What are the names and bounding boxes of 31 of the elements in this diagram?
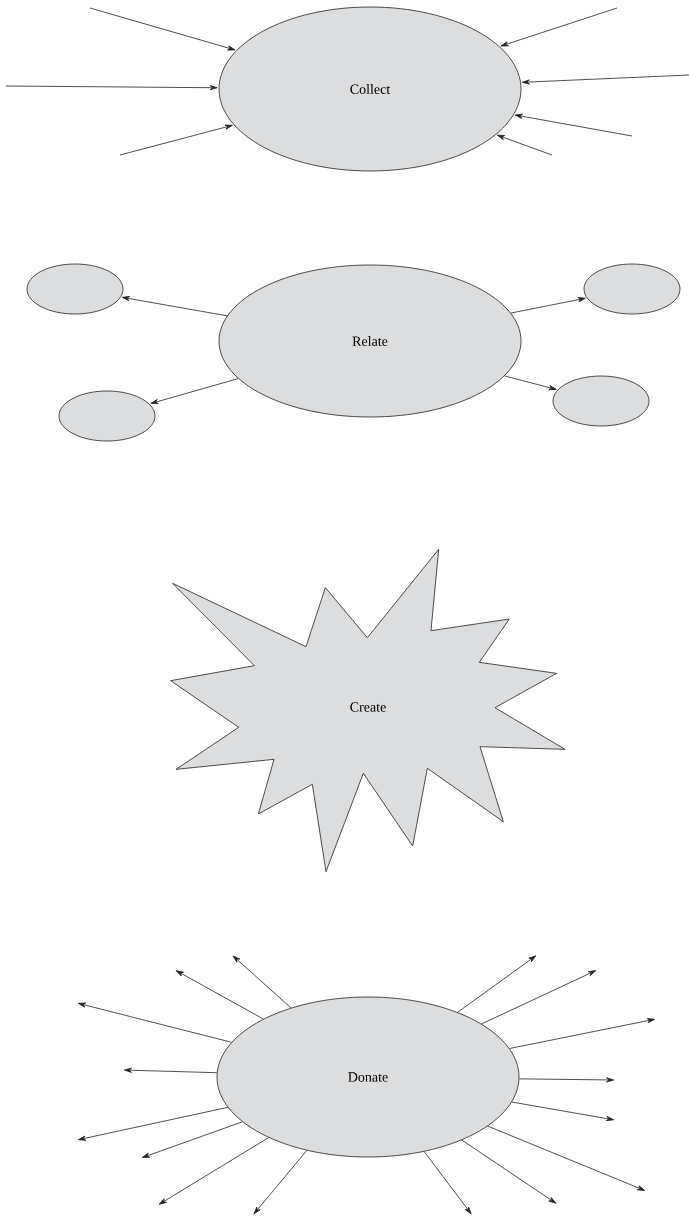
- arrow: [514, 113, 633, 137]
- arrow: [457, 955, 537, 1013]
- arrow: [487, 1125, 646, 1191]
- arrow: [521, 74, 689, 85]
- arrow: [121, 296, 228, 317]
- arrow: [518, 1077, 614, 1083]
- arrow: [481, 970, 597, 1025]
- ellipse: [26, 263, 124, 315]
- arrow: [510, 297, 586, 314]
- arrow: [253, 1150, 308, 1215]
- arrow: [509, 1018, 656, 1049]
- arrow: [158, 1137, 269, 1205]
- ellipse: [552, 375, 650, 427]
- arrow: [141, 1121, 243, 1158]
- arrow: [511, 1101, 615, 1122]
- ellipse: [583, 263, 681, 315]
- arrow: [150, 378, 239, 404]
- arrow: [5, 85, 218, 91]
- arrow: [119, 124, 233, 156]
- arrow: [504, 375, 557, 391]
- arrow: [232, 955, 292, 1009]
- arrow: [496, 134, 553, 156]
- arrow: [89, 7, 236, 51]
- arrow: [500, 7, 618, 47]
- arrow: [124, 1067, 218, 1074]
- arrow: [461, 1139, 557, 1204]
- arrow: [423, 1151, 472, 1215]
- arrow: [77, 1106, 229, 1141]
- arrow: [175, 970, 264, 1020]
- ellipse: [58, 390, 156, 442]
- arrow: [77, 1002, 232, 1043]
